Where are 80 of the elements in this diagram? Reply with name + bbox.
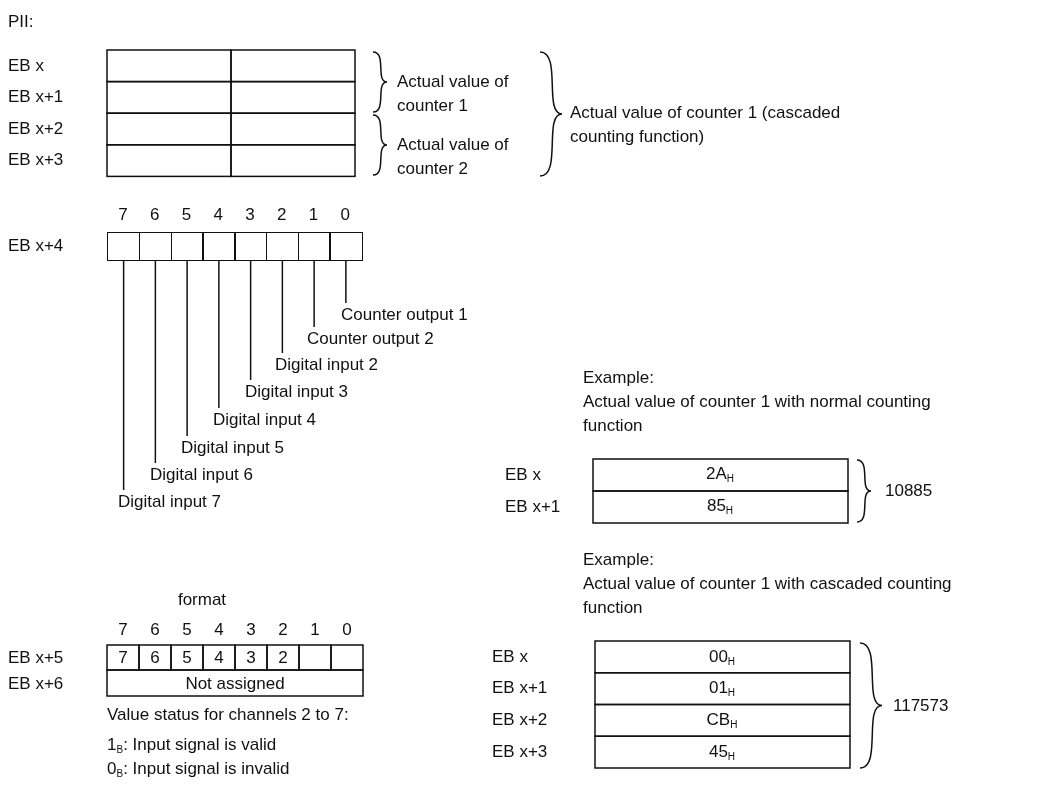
- bit-number: 2: [277, 204, 287, 226]
- register-label: EB x+2: [492, 709, 548, 731]
- heading: Example:: [583, 367, 654, 389]
- bit-number: 0: [342, 619, 352, 641]
- leader-line: [345, 260, 347, 304]
- heading: Example:: [583, 549, 654, 571]
- bit-number: 2: [278, 619, 288, 641]
- leader-line: [249, 260, 252, 381]
- bit-cell: [202, 232, 236, 261]
- register-label: EB x: [492, 646, 528, 668]
- register-label: EB x+2: [8, 118, 64, 140]
- register-label: EB x+1: [492, 677, 548, 699]
- signal-label: Digital input 6: [150, 463, 253, 487]
- brace-label: Actual value of counter 2: [397, 134, 510, 180]
- bit-number: 7: [118, 619, 128, 641]
- result-value: 10885: [885, 480, 933, 502]
- signal-label: Digital input 5: [181, 436, 284, 460]
- cell-value: 3: [246, 647, 256, 669]
- bit-cell: [265, 232, 299, 261]
- heading: PII:: [8, 11, 34, 33]
- register-label: EB x+3: [8, 149, 64, 171]
- bit-number: 3: [246, 619, 256, 641]
- bit-number: 6: [150, 204, 160, 226]
- hex-value: 45$_{H}$: [708, 741, 736, 764]
- cell-value: 6: [150, 647, 160, 669]
- note: 1$_{B}$: Input signal is valid: [107, 734, 277, 757]
- leader-line: [313, 260, 315, 328]
- note: 0$_{B}$: Input signal is invalid: [107, 758, 290, 781]
- example-description: Actual value of counter 1 with cascaded counting function: [583, 573, 953, 619]
- bit-number: 0: [340, 204, 350, 226]
- register-label: EB x+4: [8, 235, 64, 257]
- hex-value: 85$_{H}$: [706, 495, 734, 518]
- bit-number: 5: [181, 204, 192, 226]
- signal-label: Digital input 3: [245, 380, 348, 404]
- bit-cell: [234, 232, 268, 261]
- hex-value: 01$_{H}$: [708, 677, 736, 700]
- signal-label: Digital input 2: [275, 353, 378, 377]
- note: Value status for channels 2 to 7:: [107, 704, 349, 726]
- register-label: EB x+1: [505, 496, 561, 518]
- brace-label: Actual value of counter 1 (cascaded counting function): [570, 102, 842, 148]
- signal-label: Digital input 7: [118, 490, 221, 514]
- register-label: EB x+5: [8, 647, 64, 669]
- bit-cell: [170, 232, 204, 261]
- bit-number: 4: [213, 204, 223, 226]
- bit-number: 4: [214, 619, 224, 641]
- register-label: EB x+1: [8, 86, 64, 108]
- cell-value: 5: [182, 647, 192, 669]
- cell-value: 7: [118, 647, 128, 669]
- bit-number: 1: [310, 619, 320, 641]
- leader-line: [218, 260, 220, 409]
- bit-cell: [329, 232, 363, 261]
- bit-cell: [297, 232, 331, 261]
- bit-cell: [138, 232, 172, 261]
- leader-line: [281, 260, 284, 354]
- cell-value: 4: [214, 647, 224, 669]
- signal-label: Counter output 1: [341, 303, 468, 327]
- result-value: 117573: [893, 695, 949, 717]
- hex-value: 00$_{H}$: [708, 646, 736, 669]
- signal-label: Counter output 2: [307, 327, 434, 351]
- register-label: EB x: [8, 55, 44, 77]
- leader-line: [186, 260, 188, 437]
- cell-value: 2: [278, 647, 288, 669]
- heading: format: [177, 589, 227, 611]
- example-description: Actual value of counter 1 with normal counting function: [583, 391, 932, 437]
- hex-value: CB$_{H}$: [706, 709, 738, 732]
- leader-line: [122, 260, 125, 491]
- signal-label: Digital input 4: [213, 408, 316, 432]
- cell-value: Not assigned: [185, 673, 285, 695]
- leader-line: [154, 260, 157, 464]
- bit-number: 3: [245, 204, 255, 226]
- bit-number: 6: [150, 619, 160, 641]
- register-label: EB x+6: [8, 673, 64, 695]
- brace-label: Actual value of counter 1: [397, 71, 510, 117]
- bit-number: 7: [118, 204, 128, 226]
- register-label: EB x+3: [492, 741, 548, 763]
- bit-cell: [107, 232, 141, 261]
- bit-number: 5: [182, 619, 192, 641]
- register-label: EB x: [505, 464, 541, 486]
- hex-value: 2A$_{H}$: [706, 463, 734, 486]
- bit-number: 1: [308, 204, 319, 226]
